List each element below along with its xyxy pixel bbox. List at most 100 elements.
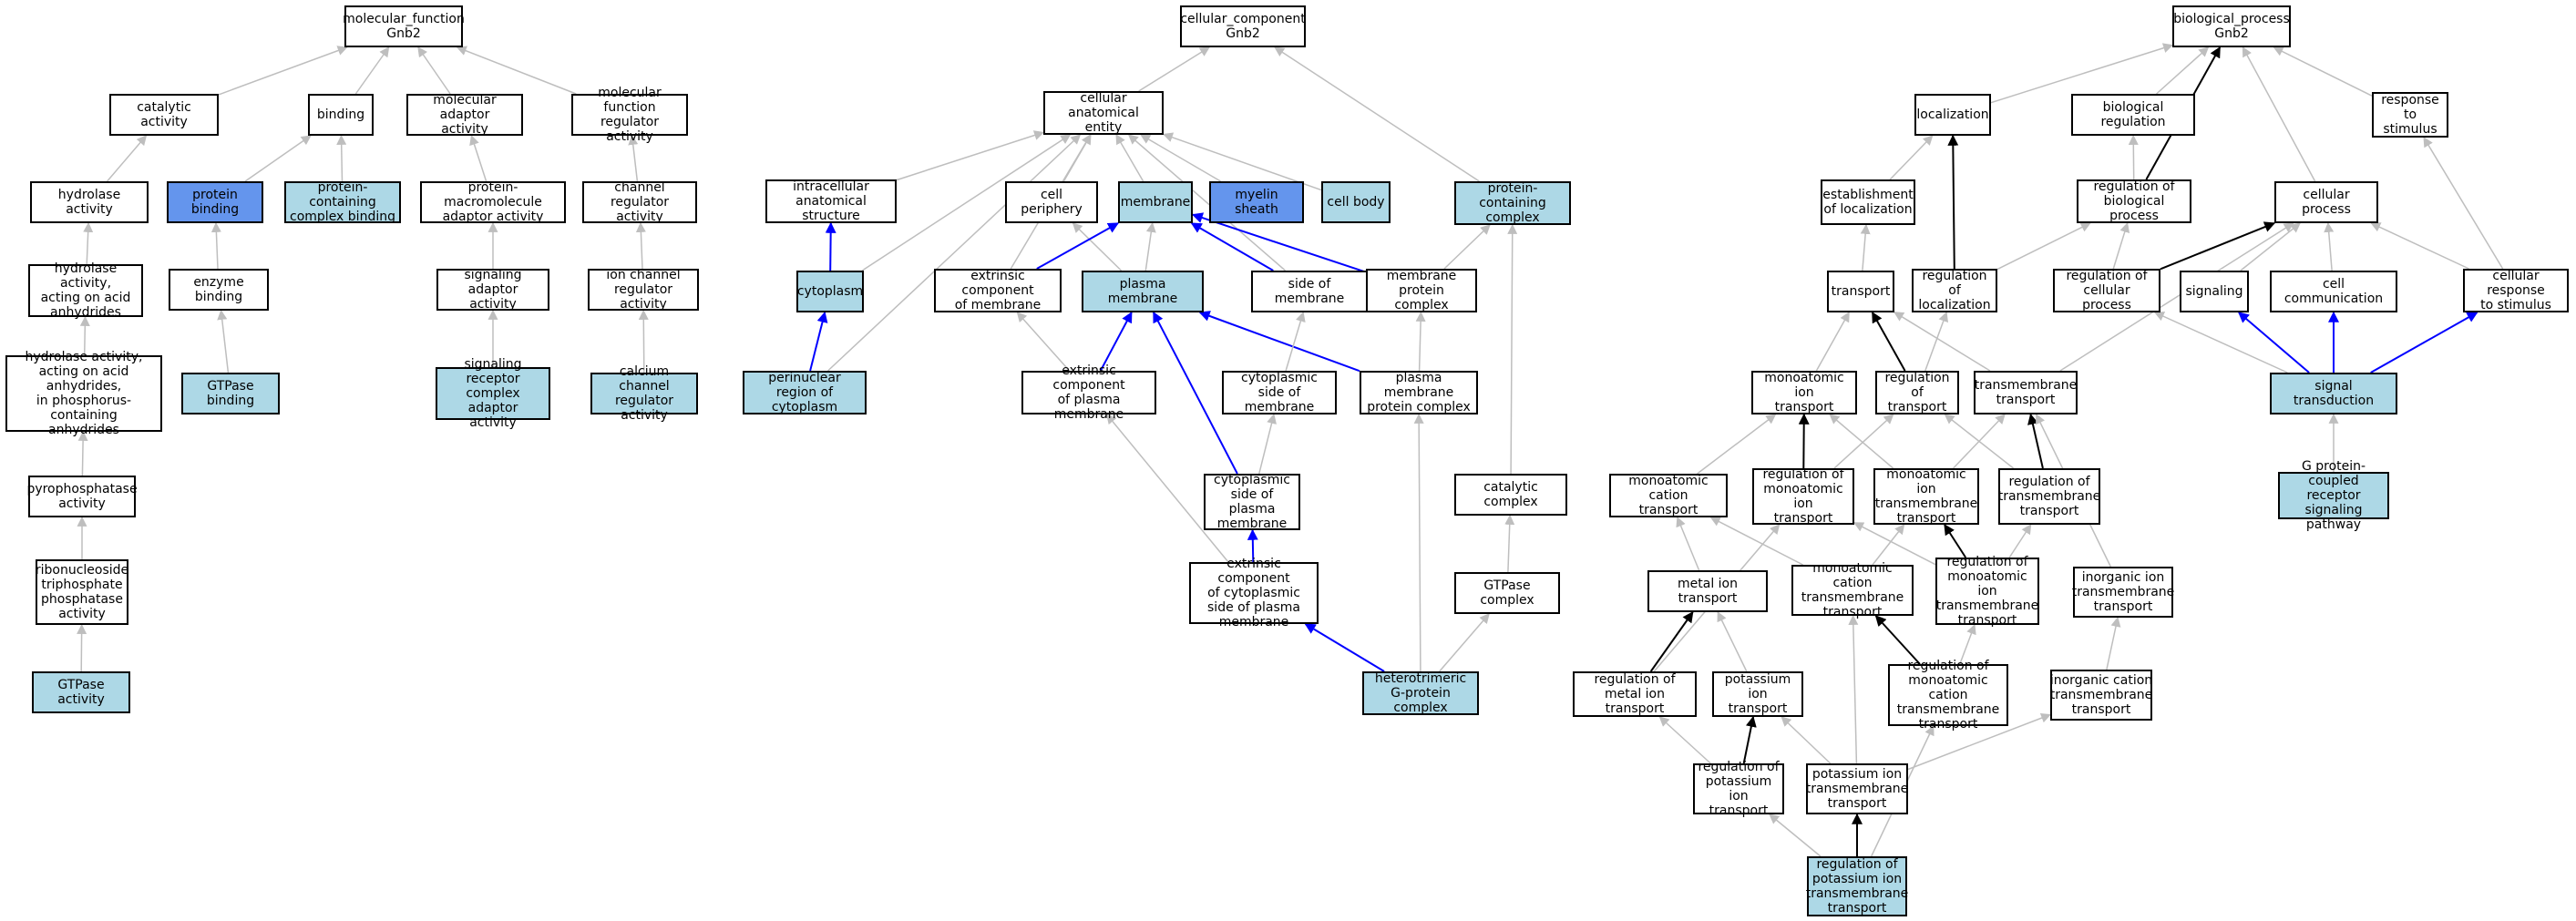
node-establishment-of-localization[interactable]: establishment of localization xyxy=(1821,179,1915,225)
node-regulation-of-potassium-ion-transport[interactable]: regulation of potassium ion transport xyxy=(1693,760,1784,818)
node-ribonucleoside-triphosphate-phosphatase-activity[interactable]: ribonucleoside triphosphate phosphatase … xyxy=(36,559,128,625)
edge-catalytic_activity-to-mf_root xyxy=(218,46,348,96)
node-cytoplasmic-side-of-membrane[interactable]: cytoplasmic side of membrane xyxy=(1222,371,1337,414)
node-plasma-membrane[interactable]: plasma membrane xyxy=(1082,271,1204,312)
node-monoatomic-ion-transmembrane-transport[interactable]: monoatomic ion transmembrane transport xyxy=(1873,467,1979,526)
edge-cytoplasm-to-cae xyxy=(861,134,1072,271)
node-regulation-of-potassium-ion-transmembrane-transport[interactable]: regulation of potassium ion transmembran… xyxy=(1805,856,1909,916)
node-molecular-function-regulator-activity[interactable]: molecular function regulator activity xyxy=(571,86,688,144)
node-cell-periphery[interactable]: cell periphery xyxy=(1005,181,1098,223)
node-ion-channel-regulator-activity[interactable]: ion channel regulator activity xyxy=(588,268,699,312)
edge-reg_metal_ion_transport-to-metal_ion_transport xyxy=(1649,611,1694,672)
edge-heterotrimeric-to-gtpase_complex xyxy=(1439,613,1490,672)
node-signaling-receptor-complex-adaptor-activity[interactable]: signaling receptor complex adaptor activ… xyxy=(436,357,550,430)
edge-mol_adaptor-to-mf_root xyxy=(417,46,451,95)
node-heterotrimeric-g-protein-complex[interactable]: heterotrimeric G-protein complex xyxy=(1362,671,1479,715)
node-biological-process-root[interactable]: biological_process Gnb2 xyxy=(2172,5,2291,47)
node-extrinsic-component-of-membrane[interactable]: extrinsic component of membrane xyxy=(934,269,1062,312)
node-potassium-ion-transport[interactable]: potassium ion transport xyxy=(1712,671,1803,717)
node-regulation-of-monoatomic-ion-transmembrane-transport[interactable]: regulation of monoatomic ion transmembra… xyxy=(1935,555,2039,628)
node-gtpase-binding[interactable]: GTPase binding xyxy=(181,373,280,414)
node-signal-transduction[interactable]: signal transduction xyxy=(2270,373,2397,414)
node-cell-communication[interactable]: cell communication xyxy=(2270,271,2397,312)
edge-hydrolase_anhydrides-to-hydrolase xyxy=(83,221,94,265)
node-molecular-adaptor-activity[interactable]: molecular adaptor activity xyxy=(406,93,523,137)
node-cellular-response-to-stimulus[interactable]: cellular response to stimulus xyxy=(2463,269,2569,312)
node-biological-regulation[interactable]: biological regulation xyxy=(2071,94,2195,136)
node-regulation-of-metal-ion-transport[interactable]: regulation of metal ion transport xyxy=(1573,671,1697,717)
node-response-to-stimulus[interactable]: response to stimulus xyxy=(2372,92,2448,138)
node-hydrolase-acting-on-acid-anhydrides[interactable]: hydrolase activity, acting on acid anhyd… xyxy=(28,261,143,320)
edge-reg_biological_process-to-biological_regulation xyxy=(2128,134,2139,180)
node-enzyme-binding[interactable]: enzyme binding xyxy=(169,269,269,311)
node-signaling-adaptor-activity[interactable]: signaling adaptor activity xyxy=(436,268,549,312)
node-inorganic-ion-transmembrane-transport[interactable]: inorganic ion transmembrane transport xyxy=(2072,567,2174,618)
edge-cellular_process-to-bp_root xyxy=(2242,46,2316,182)
node-hydrolase-activity[interactable]: hydrolase activity xyxy=(30,181,149,223)
node-plasma-membrane-protein-complex[interactable]: plasma membrane protein complex xyxy=(1360,371,1478,414)
node-protein-containing-complex-binding[interactable]: protein-containing complex binding xyxy=(284,180,401,224)
node-pyrophosphatase-activity[interactable]: pyrophosphatase activity xyxy=(26,476,138,517)
node-inorganic-cation-transmembrane-transport[interactable]: inorganic cation transmembrane transport xyxy=(2050,670,2152,721)
node-protein-binding[interactable]: protein binding xyxy=(167,181,263,223)
node-gtpase-complex[interactable]: GTPase complex xyxy=(1454,572,1560,614)
node-protein-containing-complex[interactable]: protein-containing complex xyxy=(1454,181,1571,225)
node-extrinsic-component-of-cytoplasmic-side-of-plasma-membrane[interactable]: extrinsic component of cytoplasmic side … xyxy=(1189,557,1319,629)
node-myelin-sheath[interactable]: myelin sheath xyxy=(1209,181,1304,223)
node-binding[interactable]: binding xyxy=(308,94,374,136)
edge-biological_regulation-to-bp_root xyxy=(2156,46,2210,95)
edge-ext_comp_membrane-to-membrane xyxy=(1036,222,1120,270)
node-membrane-protein-complex[interactable]: membrane protein complex xyxy=(1366,269,1477,312)
node-cytoplasm[interactable]: cytoplasm xyxy=(796,271,864,312)
node-monoatomic-cation-transmembrane-transport[interactable]: monoatomic cation transmembrane transpor… xyxy=(1791,561,1914,619)
node-cellular-component-root[interactable]: cellular_component Gnb2 xyxy=(1180,5,1306,47)
node-monoatomic-cation-transport[interactable]: monoatomic cation transport xyxy=(1609,474,1728,517)
node-regulation-of-transmembrane-transport[interactable]: regulation of transmembrane transport xyxy=(1998,468,2100,525)
node-side-of-membrane[interactable]: side of membrane xyxy=(1251,271,1368,312)
node-molecular-function-root[interactable]: molecular_function Gnb2 xyxy=(343,5,465,47)
edge-heterotrimeric-to-pm_protein_complex xyxy=(1413,413,1424,672)
node-potassium-ion-transmembrane-transport[interactable]: potassium ion transmembrane transport xyxy=(1806,763,1908,814)
node-extrinsic-component-of-plasma-membrane[interactable]: extrinsic component of plasma membrane xyxy=(1021,363,1156,422)
node-hydrolase-phosphorus-containing-anhydrides[interactable]: hydrolase activity, acting on acid anhyd… xyxy=(5,350,162,437)
node-protein-macromolecule-adaptor-activity[interactable]: protein-macromolecule adaptor activity xyxy=(420,180,566,224)
node-intracellular-anatomical-structure[interactable]: intracellular anatomical structure xyxy=(765,179,897,223)
edge-gtpase_binding-to-enzyme_binding xyxy=(217,309,230,374)
edge-plasma_membrane-to-membrane xyxy=(1144,221,1156,271)
edge-reg_potassium_ion_transport-to-reg_metal_ion_transport xyxy=(1658,716,1711,764)
node-transport[interactable]: transport xyxy=(1827,271,1894,312)
node-regulation-of-localization[interactable]: regulation of localization xyxy=(1912,269,1997,312)
node-regulation-of-biological-process[interactable]: regulation of biological process xyxy=(2077,179,2191,223)
node-calcium-channel-regulator-activity[interactable]: calcium channel regulator activity xyxy=(590,364,698,423)
edge-ext_comp_cyto_side_pm-to-cyto_side_pm xyxy=(1247,528,1258,563)
edge-hydrolase-to-catalytic_activity xyxy=(107,135,148,182)
edge-reg_cellular_process-to-cellular_process xyxy=(2160,221,2276,271)
node-catalytic-activity[interactable]: catalytic activity xyxy=(109,94,219,136)
node-catalytic-complex[interactable]: catalytic complex xyxy=(1454,474,1567,516)
node-localization[interactable]: localization xyxy=(1914,94,1991,136)
node-perinuclear-region-of-cytoplasm[interactable]: perinuclear region of cytoplasm xyxy=(743,371,867,414)
edge-perinuclear-to-cytoplasm xyxy=(809,311,828,372)
edge-monoatomic_cation_tm_transport-to-monoatomic_ion_tm_transport xyxy=(1872,524,1905,566)
node-regulation-of-transport[interactable]: regulation of transport xyxy=(1875,371,1959,414)
node-gtpase-activity[interactable]: GTPase activity xyxy=(32,671,130,713)
edge-reg_localization-to-reg_biological_process xyxy=(1996,222,2091,271)
node-channel-regulator-activity[interactable]: channel regulator activity xyxy=(582,180,697,224)
node-transmembrane-transport[interactable]: transmembrane transport xyxy=(1974,371,2078,414)
node-regulation-of-cellular-process[interactable]: regulation of cellular process xyxy=(2053,269,2160,312)
node-monoatomic-ion-transport[interactable]: monoatomic ion transport xyxy=(1751,371,1857,414)
node-cellular-anatomical-entity[interactable]: cellular anatomical entity xyxy=(1043,91,1164,135)
node-metal-ion-transport[interactable]: metal ion transport xyxy=(1647,570,1768,612)
edge-monoatomic_cation_tm_transport-to-monoatomic_cation_transport xyxy=(1709,517,1803,566)
edge-potassium_ion_tm_transport-to-monoatomic_cation_tm_transport xyxy=(1848,614,1859,764)
node-cellular-process[interactable]: cellular process xyxy=(2274,181,2378,223)
node-regulation-of-monoatomic-ion-transport[interactable]: regulation of monoatomic ion transport xyxy=(1752,467,1854,526)
node-signaling[interactable]: signaling xyxy=(2180,271,2249,312)
node-cell-body[interactable]: cell body xyxy=(1321,181,1391,223)
node-cytoplasmic-side-of-plasma-membrane[interactable]: cytoplasmic side of plasma membrane xyxy=(1204,473,1300,531)
node-membrane[interactable]: membrane xyxy=(1118,181,1193,223)
edge-reg_tm_transport-to-transmembrane_transport xyxy=(2027,413,2044,469)
node-regulation-of-monoatomic-cation-transmembrane-transport[interactable]: regulation of monoatomic cation transmem… xyxy=(1888,659,2008,732)
node-g-protein-coupled-receptor-signaling-pathway[interactable]: G protein-coupled receptor signaling pat… xyxy=(2278,459,2389,532)
edge-inorganic_cation_tm_transport-to-inorganic_ion_tm_transport xyxy=(2106,616,2121,670)
